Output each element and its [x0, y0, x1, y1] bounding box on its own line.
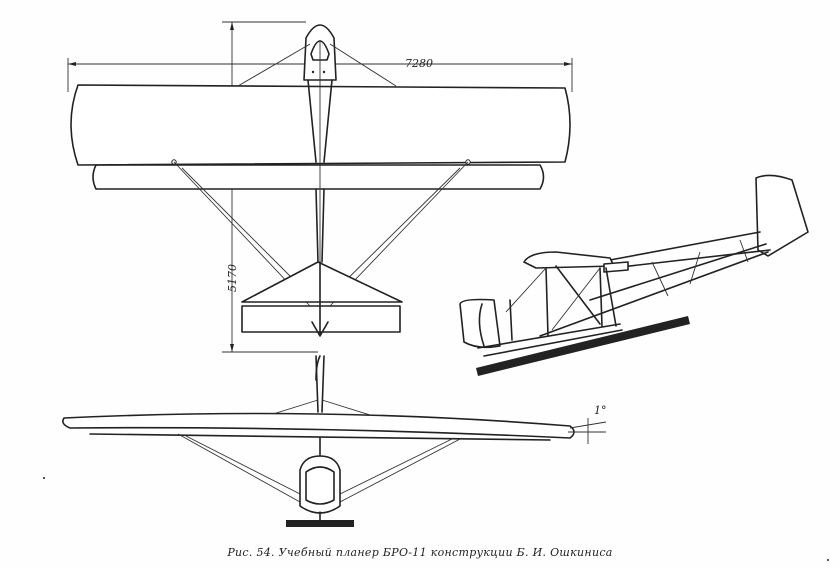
front-ground	[286, 520, 354, 527]
dihedral-label: 1°	[594, 404, 607, 417]
side-ground	[476, 316, 690, 376]
front-view: 1°	[62, 355, 607, 527]
top-view: 7280 5170	[67, 21, 573, 353]
top-tailplane	[241, 261, 403, 303]
figure-caption: Рис. 54. Учебный планер БРО-11 конструкц…	[227, 546, 613, 559]
length-dimension-label: 5170	[226, 264, 239, 292]
front-wing	[62, 412, 575, 439]
top-lower-wing	[92, 164, 545, 190]
span-dimension-label: 7280	[405, 57, 433, 70]
top-elevator	[241, 305, 401, 333]
side-view	[459, 174, 809, 376]
side-fin	[755, 174, 809, 257]
dihedral-indicator: 1°	[568, 404, 607, 444]
length-dimension: 5170	[222, 21, 318, 353]
top-upper-wing	[70, 84, 571, 166]
side-upper-wing	[523, 251, 615, 269]
